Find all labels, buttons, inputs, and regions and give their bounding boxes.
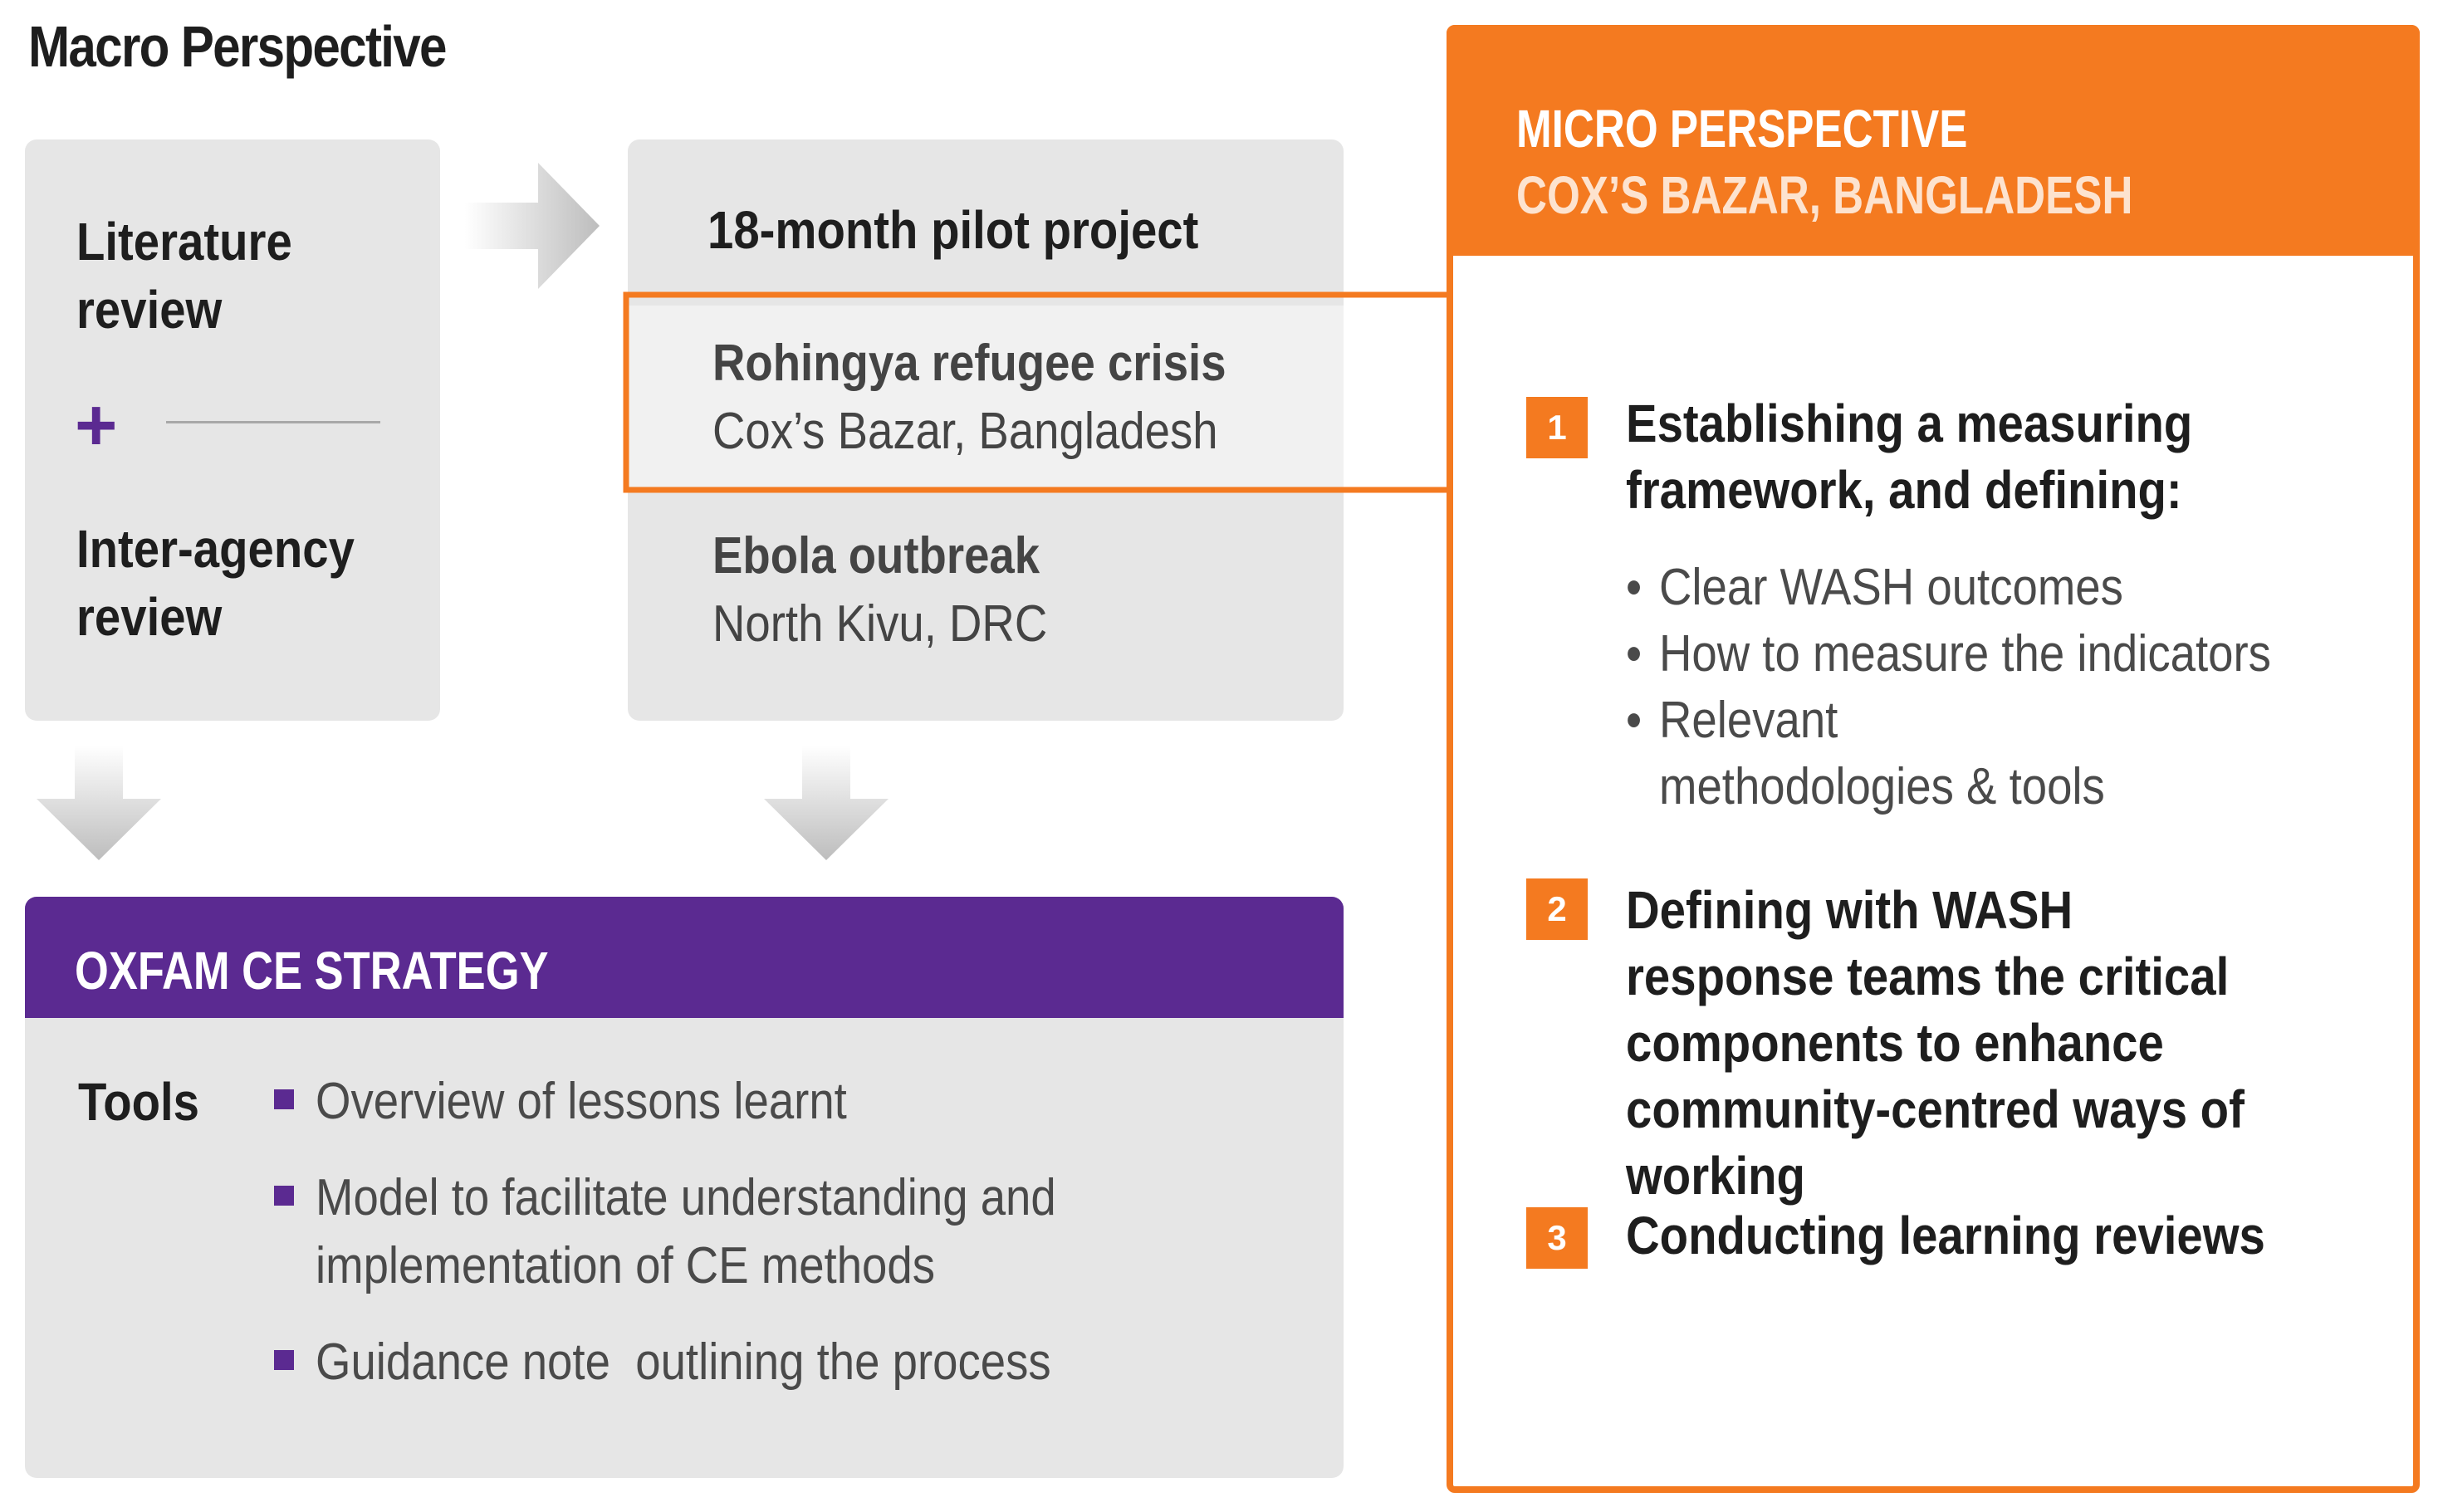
bullet-square-icon [274,1089,294,1109]
step-number-badge: 3 [1526,1207,1588,1269]
plus-icon: + [75,384,118,466]
bullet-square-icon [274,1186,294,1206]
micro-subtitle: COX’S BAZAR, BANGLADESH [1516,165,2133,225]
step-bullet: Clear WASH outcomes [1659,559,2123,616]
pilot-project-title: 18-month pilot project [707,200,1199,260]
review-box [25,139,440,721]
arrow-down-center-icon [764,746,889,860]
orange-connector [623,291,1453,493]
bullet-dot-icon: • [1626,692,1642,749]
rohingya-location: Cox’s Bazar, Bangladesh [712,403,1218,460]
arrow-down-left-icon [37,746,161,860]
micro-perspective-panel [1447,25,2420,1493]
tool-item: Overview of lessons learnt [316,1073,847,1130]
ebola-location: North Kivu, DRC [712,595,1048,653]
step-text: Establishing a measuring framework, and … [1626,394,2193,520]
inter-agency-review-label: Inter-agency review [76,519,355,647]
tool-item: Model to facilitate understanding and im… [316,1169,1056,1294]
bullet-square-icon [274,1350,294,1370]
macro-perspective-title: Macro Perspective [28,14,448,79]
micro-header [1447,25,2420,256]
micro-title: MICRO PERSPECTIVE [1516,99,1968,159]
step-number-badge: 2 [1526,878,1588,940]
rohingya-highlight [628,306,1344,490]
strategy-header [25,897,1344,1018]
literature-review-label: Literature review [76,212,292,340]
tools-label: Tools [78,1072,199,1132]
divider-line [166,421,380,423]
bullet-dot-icon: • [1626,559,1642,616]
bullet-dot-icon: • [1626,625,1642,683]
tool-item: Guidance note outlining the process [316,1333,1051,1391]
step-number-badge: 1 [1526,397,1588,458]
step-text: Defining with WASH response teams the cr… [1626,880,2245,1206]
arrow-right-icon [465,163,600,289]
ebola-title: Ebola outbreak [712,527,1040,585]
strategy-title: OXFAM CE STRATEGY [75,941,549,1001]
step-bullet: Relevant methodologies & tools [1659,692,2105,815]
step-text: Conducting learning reviews [1626,1206,2265,1265]
rohingya-title: Rohingya refugee crisis [712,335,1226,392]
step-bullet: How to measure the indicators [1659,625,2271,683]
